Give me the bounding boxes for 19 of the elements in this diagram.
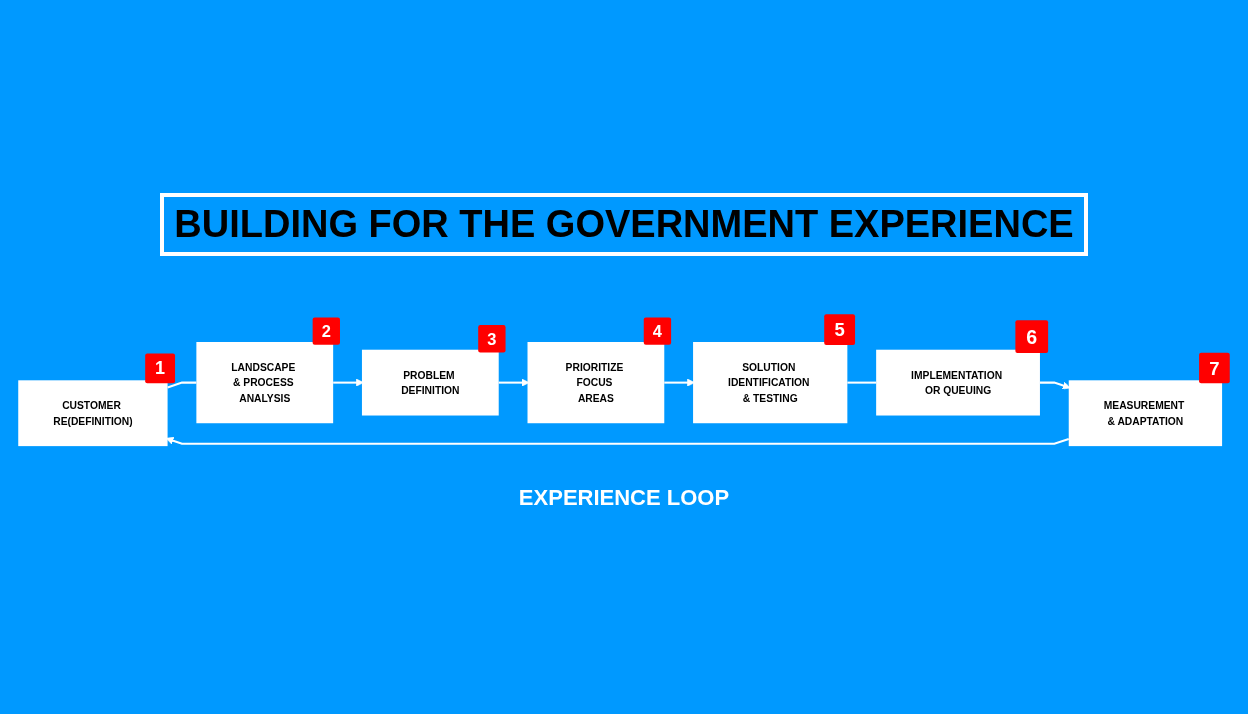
number-badge: 5 xyxy=(824,314,856,346)
number-badge: 2 xyxy=(312,317,340,346)
diagram-label: EXPERIENCE LOOP xyxy=(518,484,730,511)
connector-line xyxy=(167,381,197,389)
number-badge: 4 xyxy=(643,317,672,346)
title: BUILDING FOR THE GOVERNMENT EXPERIENCE xyxy=(160,193,1088,257)
process-box: IMPLEMENTATION OR QUEUING xyxy=(876,350,1040,416)
process-box: LANDSCAPE & PROCESS ANALYSIS xyxy=(196,342,334,424)
process-box: CUSTOMER RE(DEFINITION) xyxy=(18,380,168,447)
process-box: SOLUTION IDENTIFICATION & TESTING xyxy=(693,342,848,424)
connector-line xyxy=(847,381,877,384)
number-badge: 7 xyxy=(1199,353,1230,384)
process-box: MEASUREMENT & ADAPTATION xyxy=(1068,380,1223,447)
process-box: PROBLEM DEFINITION xyxy=(361,350,499,416)
number-badge: 1 xyxy=(145,353,176,384)
number-badge: 3 xyxy=(478,325,506,353)
arrow xyxy=(664,379,695,387)
number-badge: 6 xyxy=(1015,320,1049,354)
process-box: PRIORITIZE FOCUS AREAS xyxy=(527,342,665,424)
